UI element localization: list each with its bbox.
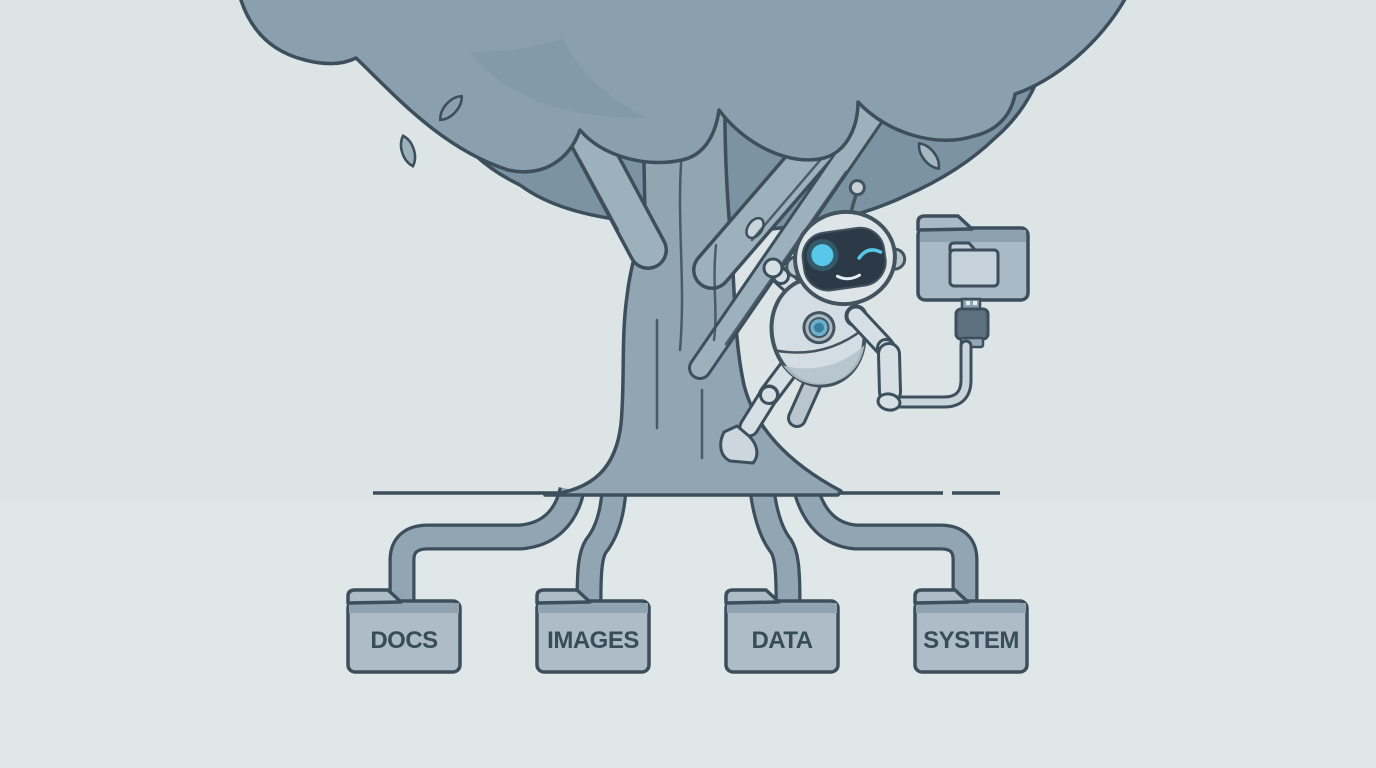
leaf-icons [399, 94, 941, 171]
folder-docs: DOCS [346, 588, 462, 674]
folder-label-data: DATA [751, 627, 812, 654]
robot-hand-grip [762, 257, 784, 279]
robot-knee-joint [759, 385, 779, 405]
robot-head [785, 179, 907, 307]
folder-data: DATA [724, 588, 840, 674]
usb-pin [966, 301, 970, 305]
usb-plug [954, 307, 990, 341]
robot-boot [719, 424, 759, 465]
canopy-inner-shade [470, 38, 648, 118]
folder-band [349, 603, 459, 613]
leaf-icon [917, 141, 941, 171]
folder-images: IMAGES [535, 588, 651, 674]
usb-cable [879, 339, 973, 409]
folder-tab [913, 588, 970, 605]
leaf-icon [399, 134, 417, 168]
robot-antenna [849, 193, 858, 214]
folder-label-system: SYSTEM [923, 627, 1019, 654]
root-pipes [388, 485, 979, 601]
folder-band [538, 603, 648, 613]
usb-pin [973, 301, 977, 305]
folder-row: DOCS IMAGES DATA SYSTEM [346, 588, 1029, 674]
robot-visor [801, 226, 887, 292]
usb-folder-icon [916, 214, 1030, 349]
background-lower [0, 500, 1376, 768]
robot-body-seam [776, 327, 865, 354]
folder-band [916, 603, 1026, 613]
robot-cable-arm [844, 304, 902, 412]
folder-tab [724, 588, 781, 605]
folder-tab [346, 588, 403, 605]
inner-folder-glyph [948, 241, 1000, 288]
robot-body-shade [783, 345, 865, 385]
usb-folder-tab [916, 214, 974, 232]
robot-eye [811, 244, 834, 267]
folder-label-images: IMAGES [547, 627, 639, 654]
folder-band [727, 603, 837, 613]
leaf-icon [439, 94, 463, 122]
robot-antenna-ball [848, 179, 866, 197]
folder-label-docs: DOCS [370, 627, 438, 654]
usb-folder-band [920, 230, 1026, 242]
bark-detail-lines [578, 148, 848, 460]
folder-tab [535, 588, 592, 605]
folder-system: SYSTEM [913, 588, 1029, 674]
robot [719, 179, 907, 465]
robot-wink-eye [857, 248, 883, 260]
robot-mouth [835, 273, 862, 281]
tree-canopy [239, 0, 1127, 174]
robot-hand-cable [876, 392, 902, 412]
